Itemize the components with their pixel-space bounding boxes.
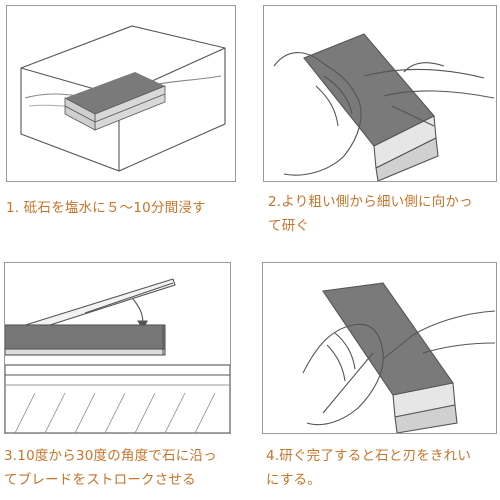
step-2-caption-line-2: て研ぐ <box>268 218 310 234</box>
step-3-caption: 3.10度から30度の角度で石に沿っ てブレードをストロークさせる <box>4 444 244 492</box>
step-1-caption-text: 1. 砥石を塩水に５～10分間浸す <box>6 200 206 216</box>
step-1-illustration <box>6 5 236 182</box>
step-3-caption-line-2: てブレードをストロークさせる <box>4 472 196 488</box>
step-4-caption-line-1: 4.研ぐ完了すると石と刃をきれい <box>266 448 472 464</box>
step-3-caption-line-1: 3.10度から30度の角度で石に沿っ <box>4 448 217 464</box>
whetstone-shape <box>64 72 166 131</box>
step-4-illustration <box>262 262 497 434</box>
step-3-illustration <box>4 262 231 434</box>
step-2-caption: 2.より粗い側から細い側に向かっ て研ぐ <box>268 190 500 238</box>
step-2-caption-line-1: 2.より粗い側から細い側に向かっ <box>268 194 473 210</box>
step-2-illustration <box>263 5 497 182</box>
step-4-caption: 4.研ぐ完了すると石と刃をきれい にする。 <box>266 444 500 492</box>
step-1-caption: 1. 砥石を塩水に５～10分間浸す <box>6 196 246 220</box>
step-4-caption-line-2: にする。 <box>266 472 321 488</box>
